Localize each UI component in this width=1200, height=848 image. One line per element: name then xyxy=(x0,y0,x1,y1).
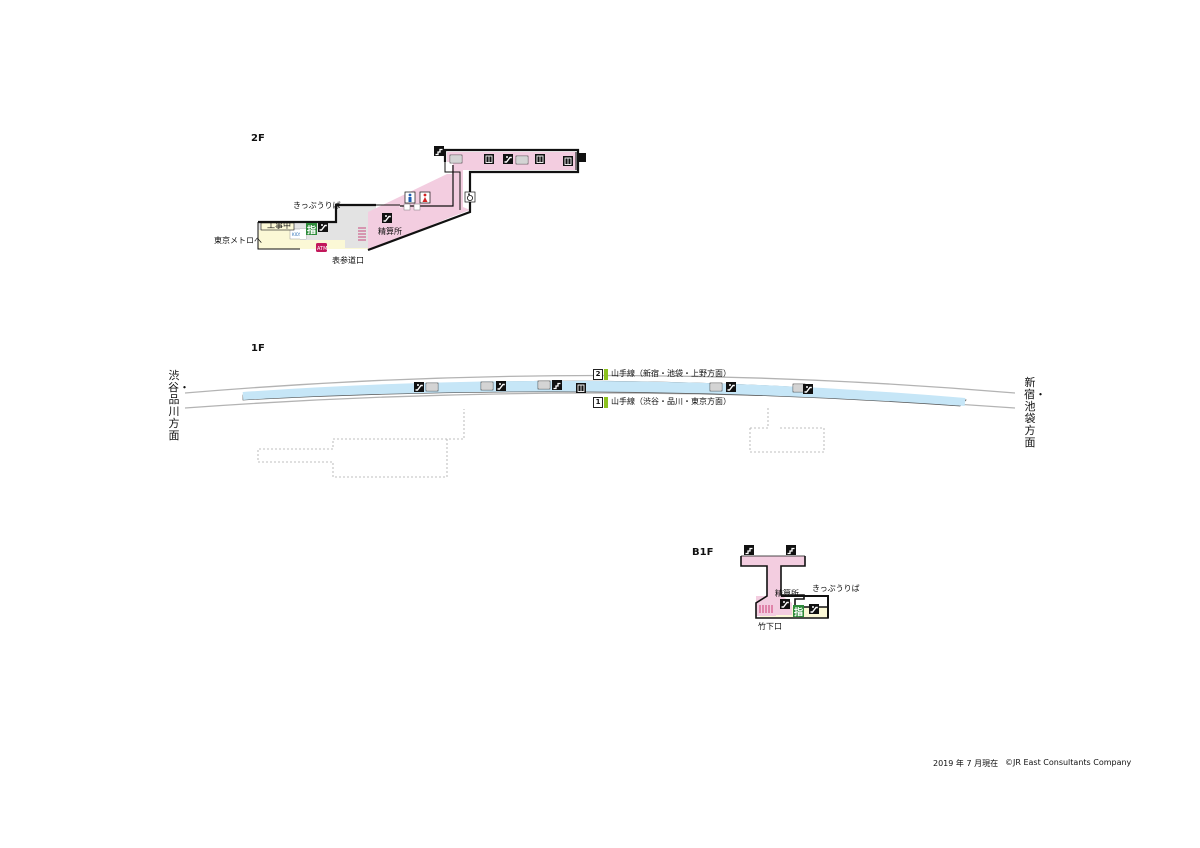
direction-shinjuku: 新宿・池袋方面 xyxy=(1024,376,1046,449)
yamanote-line-color xyxy=(604,397,608,408)
floor-label-1f: 1F xyxy=(251,343,265,354)
tickets-label: きっぷうりば xyxy=(293,201,341,210)
elevator-icon xyxy=(575,382,587,394)
yamanote-line-color xyxy=(604,369,608,380)
stairs-icon xyxy=(551,379,563,391)
wheelchair-icon xyxy=(464,191,476,203)
atm-icon xyxy=(316,243,327,252)
floor-label-b1f: B1F xyxy=(692,547,714,558)
platform-2-label: 山手線（新宿・池袋・上野方面） xyxy=(611,369,731,378)
copyright: ©JR East Consultants Company xyxy=(1005,758,1132,767)
escalator-icon xyxy=(317,221,329,233)
stairs-icon xyxy=(785,544,797,556)
construction-label: 工事中 xyxy=(267,221,291,230)
svg-text:ATM: ATM xyxy=(317,246,327,252)
escalator-icon xyxy=(381,212,393,224)
exit-omotesando-label: 表参道口 xyxy=(332,256,364,265)
escalator-icon xyxy=(495,380,507,392)
escalator-icon xyxy=(808,603,820,615)
floor-1f-map xyxy=(184,374,1016,478)
info-icon xyxy=(793,605,804,617)
paid-area xyxy=(741,556,805,615)
svg-text:指: 指 xyxy=(307,224,316,236)
exit-takeshita-label: 竹下口 xyxy=(758,622,782,631)
floor-b1f-map: 指 xyxy=(740,544,829,619)
direction-shibuya: 渋谷・品川方面 xyxy=(168,369,190,442)
fare-adjustment-label: 精算所 xyxy=(378,227,402,236)
floor-label-2f: 2F xyxy=(251,133,265,144)
escalator-icon xyxy=(502,153,514,165)
elevator-icon xyxy=(562,155,574,167)
escalator-icon xyxy=(802,383,814,395)
escalator-icon xyxy=(725,381,737,393)
info-icon xyxy=(306,223,317,235)
stairs-icon xyxy=(433,145,445,157)
elevator-icon xyxy=(483,153,495,165)
svg-text:KIOSK: KIOSK xyxy=(292,232,304,237)
platform-2-number: 2 xyxy=(593,369,603,380)
escalator-icon xyxy=(413,381,425,393)
escalator-icon xyxy=(779,598,791,610)
date-note: 2019 年 7 月現在 xyxy=(933,759,999,768)
metro-transfer-label: 東京メトロへ xyxy=(214,236,262,245)
platform-1-label: 山手線（渋谷・品川・東京方面） xyxy=(611,397,731,406)
fare-adjustment-label: 精算所 xyxy=(775,589,799,598)
svg-text:指: 指 xyxy=(794,606,803,618)
stairs-icon xyxy=(743,544,755,556)
floor-2f-map: KIOSK 指 ATM xyxy=(257,145,586,252)
elevator-icon xyxy=(534,153,546,165)
platform-1-number: 1 xyxy=(593,397,603,408)
tickets-label: きっぷうりば xyxy=(812,584,860,593)
